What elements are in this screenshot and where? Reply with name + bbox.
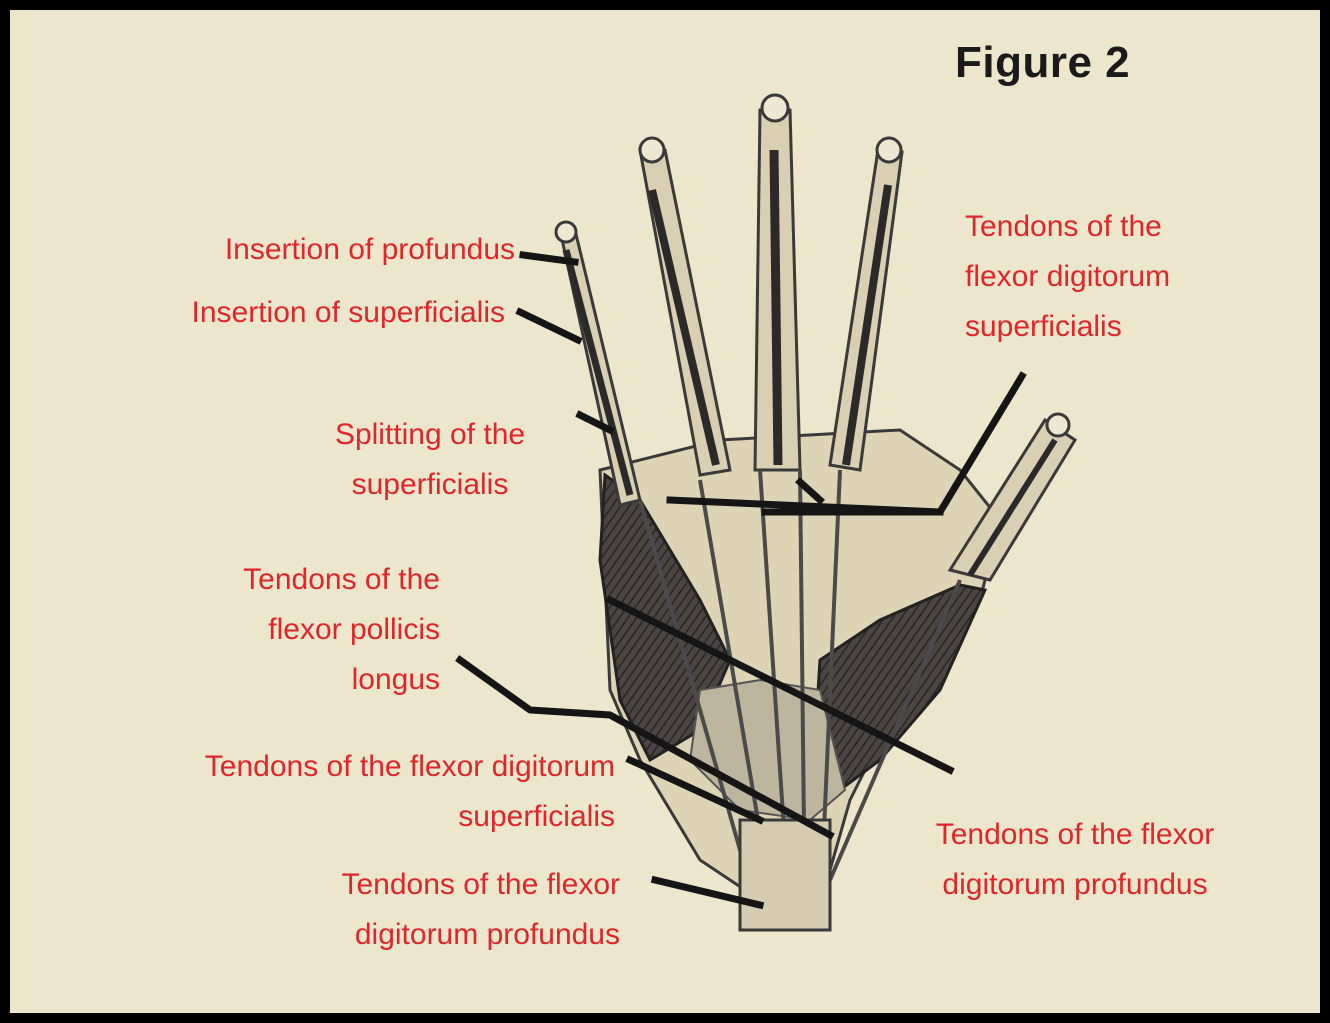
wrist (740, 820, 830, 930)
label-insertion-of-superficialis: Insertion of superficialis (55, 288, 505, 338)
label-tendons-fdp-left: Tendons of the flexor digitorum profundu… (210, 860, 620, 960)
finger-middle-left (640, 138, 730, 475)
finger-middle (755, 95, 800, 470)
finger-ring (830, 138, 902, 470)
figure-title: Figure 2 (955, 38, 1130, 88)
label-insertion-of-profundus: Insertion of profundus (110, 225, 515, 275)
label-tendons-fds-left: Tendons of the flexor digitorum superfic… (35, 742, 615, 842)
label-tendons-fds-right: Tendons of the flexor digitorum superfic… (965, 202, 1295, 352)
label-splitting-of-superficialis: Splitting of the superficialis (280, 410, 580, 510)
label-tendons-fdp-right: Tendons of the flexor digitorum profundu… (865, 810, 1285, 910)
label-tendons-flexor-pollicis-longus: Tendons of the flexor pollicis longus (140, 555, 440, 705)
